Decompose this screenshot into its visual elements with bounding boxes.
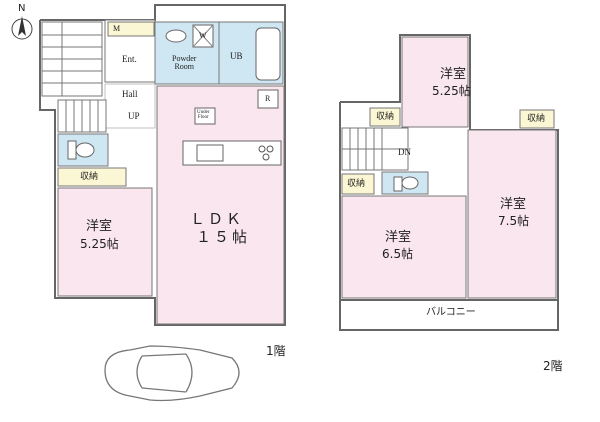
shoe-cabinet: [107, 21, 155, 37]
label-hall: Hall: [122, 89, 138, 99]
label-floor1: 1階: [266, 344, 286, 358]
label-ldk-size: １５帖: [196, 228, 251, 246]
label-floor2: 2階: [543, 359, 563, 373]
label-underfloor: Under Floor: [197, 110, 210, 120]
label-fridge: R: [265, 94, 271, 103]
label-powder-room: Powder Room: [172, 54, 197, 71]
compass-icon: [11, 16, 33, 40]
floor1-hall-stairs: [57, 99, 107, 133]
storage-2f-b: [519, 109, 555, 129]
label-stairs-down: DN: [398, 147, 411, 157]
bedroom-2f-right: [467, 129, 557, 299]
label-bedroom-2f-right-size: 7.5帖: [498, 214, 530, 228]
bedroom-2f-top: [401, 36, 469, 128]
floor1-entry-stairs: [41, 21, 103, 97]
label-storage-1f: 収納: [80, 172, 99, 182]
label-shoe-cabinet: M: [113, 24, 121, 33]
label-balcony: バルコニー: [426, 307, 476, 318]
label-storage-2f-c: 収納: [347, 179, 366, 189]
underfloor-storage: [194, 107, 216, 125]
sink-icon: [165, 29, 187, 43]
label-bedroom-2f-right-name: 洋室: [500, 197, 527, 212]
label-unit-bath: UB: [230, 51, 243, 61]
label-washer: W: [199, 31, 207, 40]
label-bedroom-2f-top-name: 洋室: [440, 67, 467, 82]
kitchen-sink: [196, 144, 224, 162]
toilet-bowl-2f: [401, 176, 419, 190]
storage-2f-c: [341, 173, 375, 195]
label-up: UP: [128, 111, 140, 121]
bedroom-1f: [57, 187, 153, 297]
label-ldk-name: ＬＤＫ: [190, 210, 245, 228]
toilet-icon-2f: [393, 176, 403, 192]
label-bedroom-2f-middle-size: 6.5帖: [382, 247, 414, 261]
fridge-icon: [257, 89, 279, 109]
label-storage-2f-b: 収納: [527, 114, 546, 124]
stove-icon: [258, 145, 274, 161]
storage-2f-a: [369, 107, 401, 127]
label-bedroom-1f-name: 洋室: [86, 219, 113, 234]
label-bedroom-1f-size: 5.25帖: [80, 237, 119, 251]
label-compass: N: [18, 3, 26, 14]
car-icon: [104, 345, 240, 402]
floor1-walls: [39, 4, 286, 326]
label-entrance: Ent.: [122, 54, 137, 64]
label-storage-2f-a: 収納: [376, 112, 395, 122]
toilet-bowl-1f: [75, 142, 95, 158]
hall-area: [104, 83, 156, 129]
storage-1f: [57, 167, 127, 187]
label-bedroom-2f-top-size: 5.25帖: [432, 84, 471, 98]
bathtub-icon: [255, 27, 281, 81]
ldk-room: [156, 85, 285, 325]
toilet-icon-1f: [67, 140, 77, 160]
floor2-stairs: [341, 127, 409, 171]
bedroom-2f-middle: [341, 195, 467, 299]
label-bedroom-2f-middle-name: 洋室: [385, 230, 412, 245]
